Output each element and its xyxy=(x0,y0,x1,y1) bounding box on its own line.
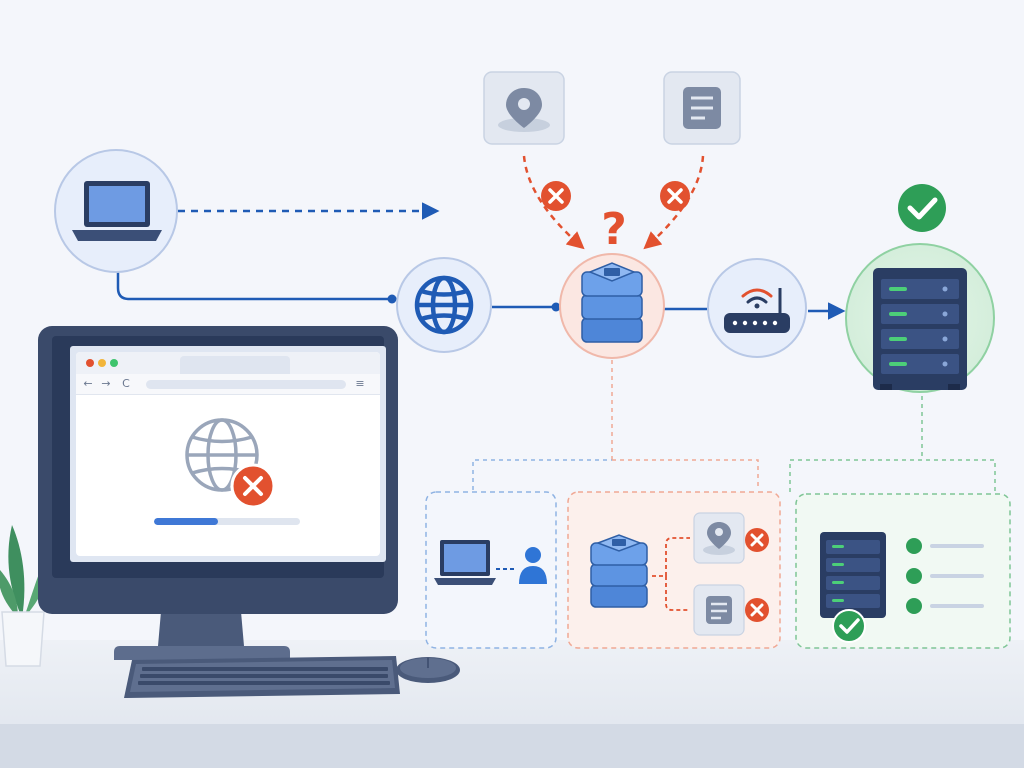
loading-progress-fill xyxy=(154,518,219,525)
server-detail-panel xyxy=(795,493,1011,649)
text-record-tile xyxy=(663,71,741,145)
check-circle-icon xyxy=(898,184,946,232)
connector-dot xyxy=(551,302,561,312)
status-dot xyxy=(906,568,922,584)
forward-button[interactable]: → xyxy=(101,377,111,390)
status-line xyxy=(930,604,984,608)
client-detail-bracket xyxy=(472,459,612,490)
text-record-tile xyxy=(693,584,745,636)
error-page xyxy=(76,395,380,556)
globe-icon xyxy=(414,275,474,335)
x-circle-icon xyxy=(230,463,276,509)
mouse xyxy=(396,657,460,683)
client-laptop-node xyxy=(54,149,178,273)
map-pin-icon xyxy=(506,88,542,128)
location-record-tile xyxy=(483,71,565,145)
database-server-icon xyxy=(581,262,643,343)
reload-button[interactable]: C xyxy=(122,377,130,390)
back-button[interactable]: ← xyxy=(83,377,93,390)
dns-branch-connector xyxy=(652,537,690,611)
browser-frame: ← → C ≡ xyxy=(76,352,380,556)
internet-globe-node xyxy=(396,257,492,353)
x-circle-icon xyxy=(745,598,769,622)
question-mark-icon: ? xyxy=(601,204,627,255)
map-pin-icon xyxy=(707,522,731,549)
browser-menu-button[interactable]: ≡ xyxy=(355,377,365,390)
desk-edge xyxy=(0,724,1024,768)
user-icon xyxy=(519,547,547,584)
client-detail-panel xyxy=(425,491,557,649)
browser-toolbar: ← → C ≡ xyxy=(76,374,380,395)
laptop-to-globe-connector xyxy=(116,272,392,301)
x-circle-icon xyxy=(745,528,769,552)
laptop-icon xyxy=(434,540,496,585)
server-detail-bracket xyxy=(789,459,996,492)
laptop-icon xyxy=(72,181,162,241)
minimize-window-button[interactable] xyxy=(98,359,106,367)
server-rack-icon xyxy=(820,532,886,618)
check-circle-icon xyxy=(832,609,866,643)
document-list-icon xyxy=(683,87,721,129)
database-server-icon xyxy=(590,534,648,608)
server-rack-icon xyxy=(873,268,967,390)
document-list-icon xyxy=(706,596,732,624)
dns-detail-bracket xyxy=(612,459,759,490)
address-bar[interactable] xyxy=(146,380,346,389)
status-list xyxy=(906,538,984,614)
connector-dot xyxy=(387,294,397,304)
status-line xyxy=(930,544,984,548)
browser-title-bar xyxy=(76,352,380,374)
router-node xyxy=(707,258,807,358)
destination-server-node xyxy=(845,243,995,393)
dns-detail-panel xyxy=(567,491,781,649)
wifi-router-icon xyxy=(724,288,790,333)
dns-resolver-node xyxy=(559,253,665,359)
failed-location-query-arrow xyxy=(522,155,585,250)
close-window-button[interactable] xyxy=(86,359,94,367)
status-dot xyxy=(906,538,922,554)
browser-tab[interactable] xyxy=(180,356,290,374)
loading-progress-bar xyxy=(154,518,300,525)
offline-illustration xyxy=(185,418,276,509)
keyboard xyxy=(124,656,400,698)
status-line xyxy=(930,574,984,578)
x-circle-icon xyxy=(660,181,690,211)
browser-window: ← → C ≡ xyxy=(76,352,380,556)
x-circle-icon xyxy=(541,181,571,211)
location-record-tile xyxy=(693,512,745,564)
globe-icon xyxy=(185,418,259,492)
maximize-window-button[interactable] xyxy=(110,359,118,367)
status-dot xyxy=(906,598,922,614)
